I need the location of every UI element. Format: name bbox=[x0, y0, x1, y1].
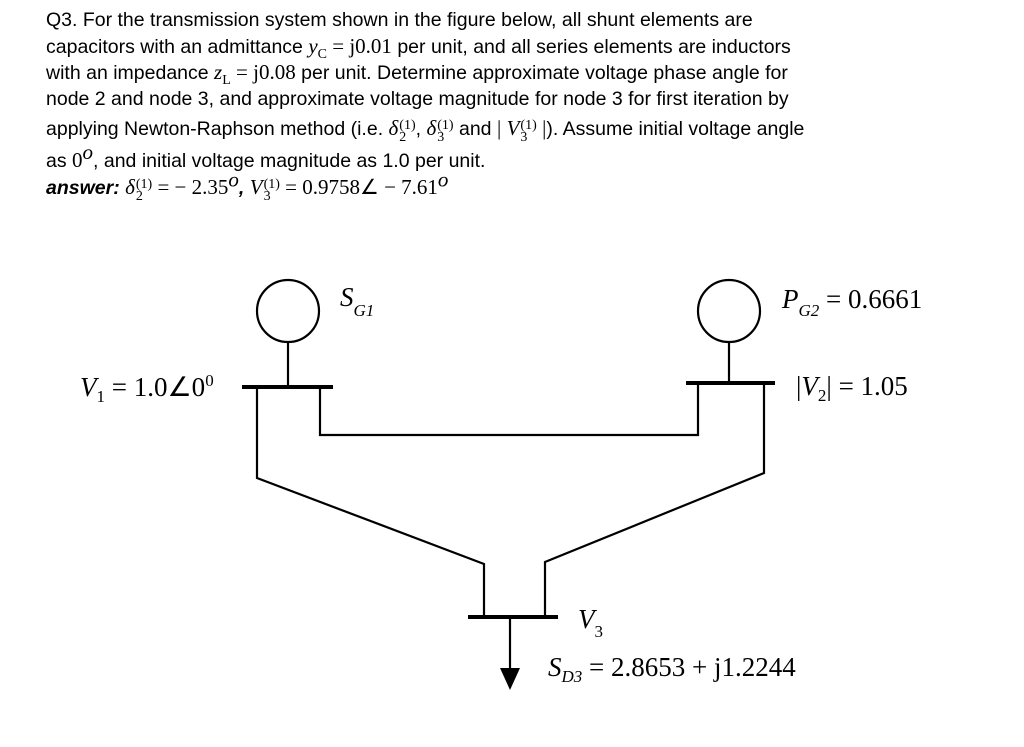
yc-value: = j0.01 bbox=[326, 33, 392, 58]
line-1-3 bbox=[255, 387, 486, 617]
v2-label: |V2| = 1.05 bbox=[796, 371, 908, 405]
question-line-2: capacitors with an admittance yC = j0.01… bbox=[46, 33, 791, 62]
sd3-label: SD3 = 2.8653 + j1.2244 bbox=[548, 652, 796, 686]
delta3-symbol: δ(1)3 bbox=[426, 116, 454, 145]
v3-label: V3 bbox=[578, 604, 603, 641]
question-line-3: with an impedance zL = j0.08 per unit. D… bbox=[46, 60, 788, 89]
question-line-5: applying Newton-Raphson method (i.e. δ(1… bbox=[46, 116, 805, 145]
load-arrow-icon bbox=[500, 668, 520, 690]
question-text: Q3. For the transmission system shown in… bbox=[46, 8, 1006, 203]
question-line-6: as 0o, and initial voltage magnitude as … bbox=[46, 140, 486, 173]
answer-delta2: δ(1)2 bbox=[125, 174, 153, 204]
line-1-2 bbox=[318, 383, 700, 437]
v1-label: V1 = 1.0∠00 bbox=[80, 371, 214, 406]
zl-symbol: zL bbox=[214, 60, 231, 89]
generator-1-icon bbox=[255, 278, 321, 344]
pg2-label: PG2 = 0.6661 bbox=[781, 284, 922, 320]
delta2-symbol: δ(1)2 bbox=[388, 116, 416, 145]
question-line-1: Q3. For the transmission system shown in… bbox=[46, 9, 753, 31]
question-line-4: node 2 and node 3, and approximate volta… bbox=[46, 87, 789, 110]
zero-degree: 0o bbox=[72, 140, 94, 173]
v3-magnitude-symbol: V(1)3 bbox=[506, 116, 537, 145]
sg1-label: SG1 bbox=[340, 282, 374, 320]
yc-symbol: yC bbox=[308, 33, 327, 62]
generator-2-icon bbox=[696, 278, 762, 344]
answer-tag: answer: bbox=[46, 176, 120, 199]
zl-value: = j0.08 bbox=[230, 60, 296, 84]
answer-line: answer: δ(1)2 = − 2.35o, V(1)3 = 0.9758∠… bbox=[46, 167, 449, 204]
line-2-3 bbox=[543, 383, 766, 617]
answer-v3: V(1)3 bbox=[249, 174, 280, 204]
